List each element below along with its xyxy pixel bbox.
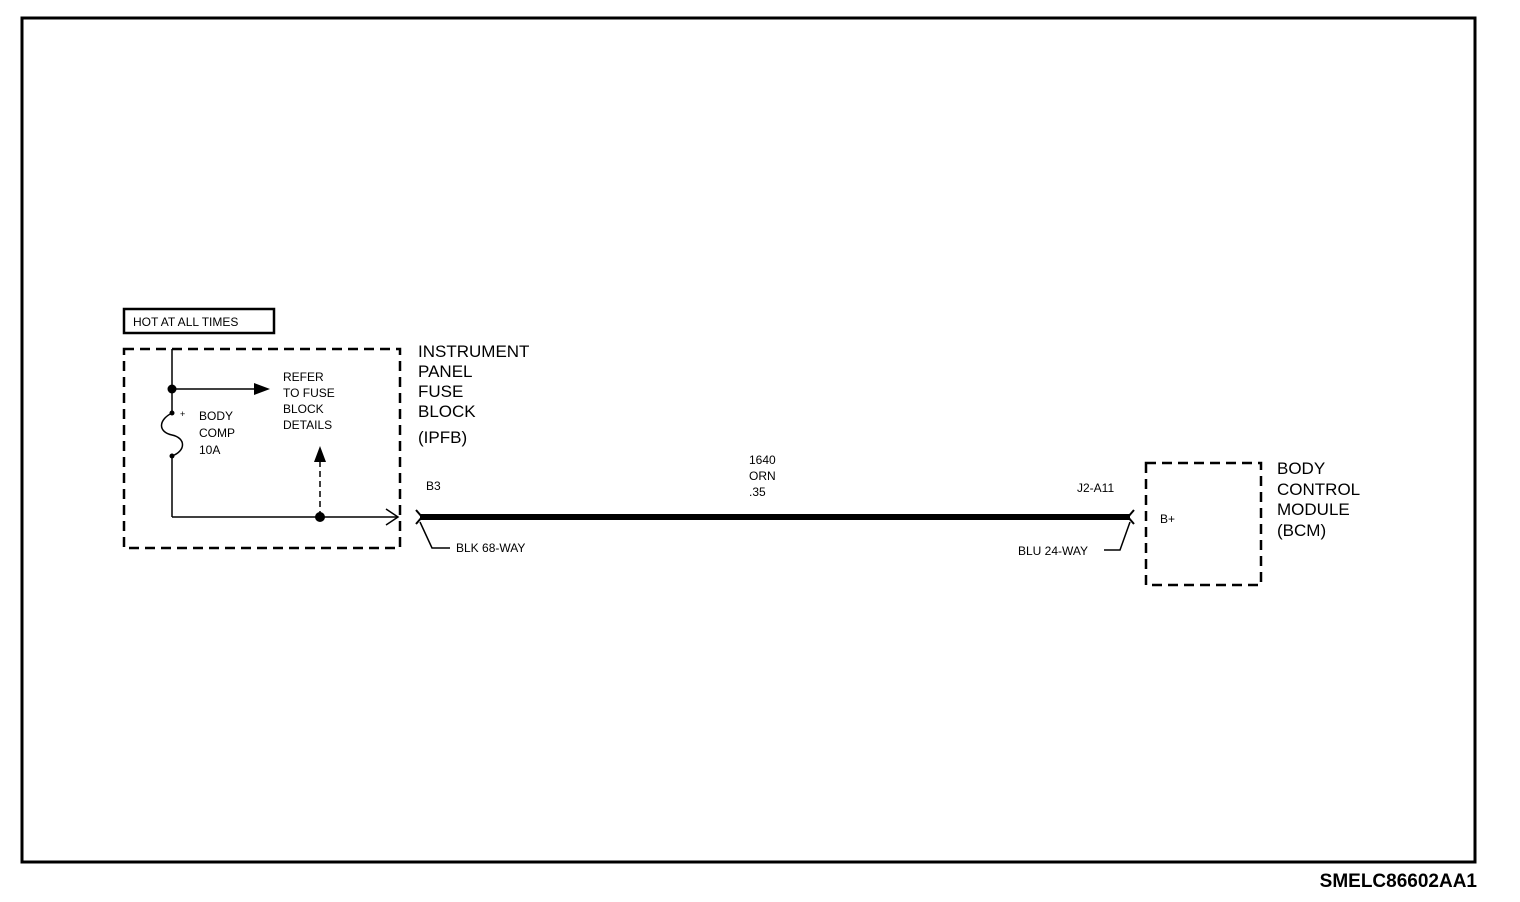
main-wire — [415, 509, 1135, 525]
fuse-block-name: INSTRUMENT PANEL FUSE BLOCK (IPFB) — [418, 342, 534, 447]
diagram-id: SMELC86602AA1 — [1320, 871, 1478, 892]
module-name-line: MODULE — [1277, 500, 1350, 519]
module-name-line: CONTROL — [1277, 480, 1360, 499]
fuse-polarity: + — [180, 409, 185, 419]
fuse-block-name-line: INSTRUMENT — [418, 342, 529, 361]
power-label-text: HOT AT ALL TIMES — [133, 315, 238, 329]
right-connector-icon — [1126, 509, 1135, 525]
fuse-label: BODY COMP 10A — [199, 409, 238, 457]
connector-arrow-icon — [385, 508, 400, 526]
module-outline — [1144, 461, 1263, 587]
left-connector-icon — [415, 509, 424, 525]
fuse-block-circuit — [160, 349, 400, 526]
left-pin-label: B3 — [426, 479, 441, 493]
fuse-label-line: COMP — [199, 426, 235, 440]
fuse-block-name-line: BLOCK — [418, 402, 476, 421]
power-label-box: HOT AT ALL TIMES — [122, 307, 276, 335]
right-pin-label: J2-A11 — [1077, 481, 1114, 495]
refer-note-line: TO FUSE — [283, 386, 335, 400]
refer-note-line: BLOCK — [283, 402, 324, 416]
diagram-frame — [20, 16, 1477, 864]
refer-arrow-head-up — [314, 446, 326, 462]
wire-color: ORN — [749, 469, 776, 483]
refer-note: REFER TO FUSE BLOCK DETAILS — [283, 370, 338, 432]
fuse-block-name-line: (IPFB) — [418, 428, 467, 447]
fuse-block-name-line: PANEL — [418, 362, 472, 381]
wire-gauge: .35 — [749, 485, 766, 499]
wire-label: 1640 ORN .35 — [749, 453, 779, 499]
fuse-label-line: 10A — [199, 443, 220, 457]
left-connector-label: BLK 68-WAY — [456, 541, 525, 555]
refer-note-line: DETAILS — [283, 418, 332, 432]
power-label-frame — [122, 307, 276, 335]
wire-circuit: 1640 — [749, 453, 776, 467]
refer-note-line: REFER — [283, 370, 324, 384]
fuse-block-outline — [122, 347, 402, 550]
refer-arrow-head-right — [254, 383, 270, 395]
module-name: BODY CONTROL MODULE (BCM) — [1277, 459, 1364, 540]
fuse-block-name-line: FUSE — [418, 382, 463, 401]
fuse-icon — [160, 412, 184, 457]
left-connector-leader — [419, 521, 450, 549]
module-name-line: (BCM) — [1277, 521, 1326, 540]
right-connector-label: BLU 24-WAY — [1018, 544, 1088, 558]
module-name-line: BODY — [1277, 459, 1325, 478]
module-terminal: B+ — [1160, 512, 1175, 526]
right-connector-leader — [1104, 521, 1131, 551]
fuse-label-line: BODY — [199, 409, 233, 423]
